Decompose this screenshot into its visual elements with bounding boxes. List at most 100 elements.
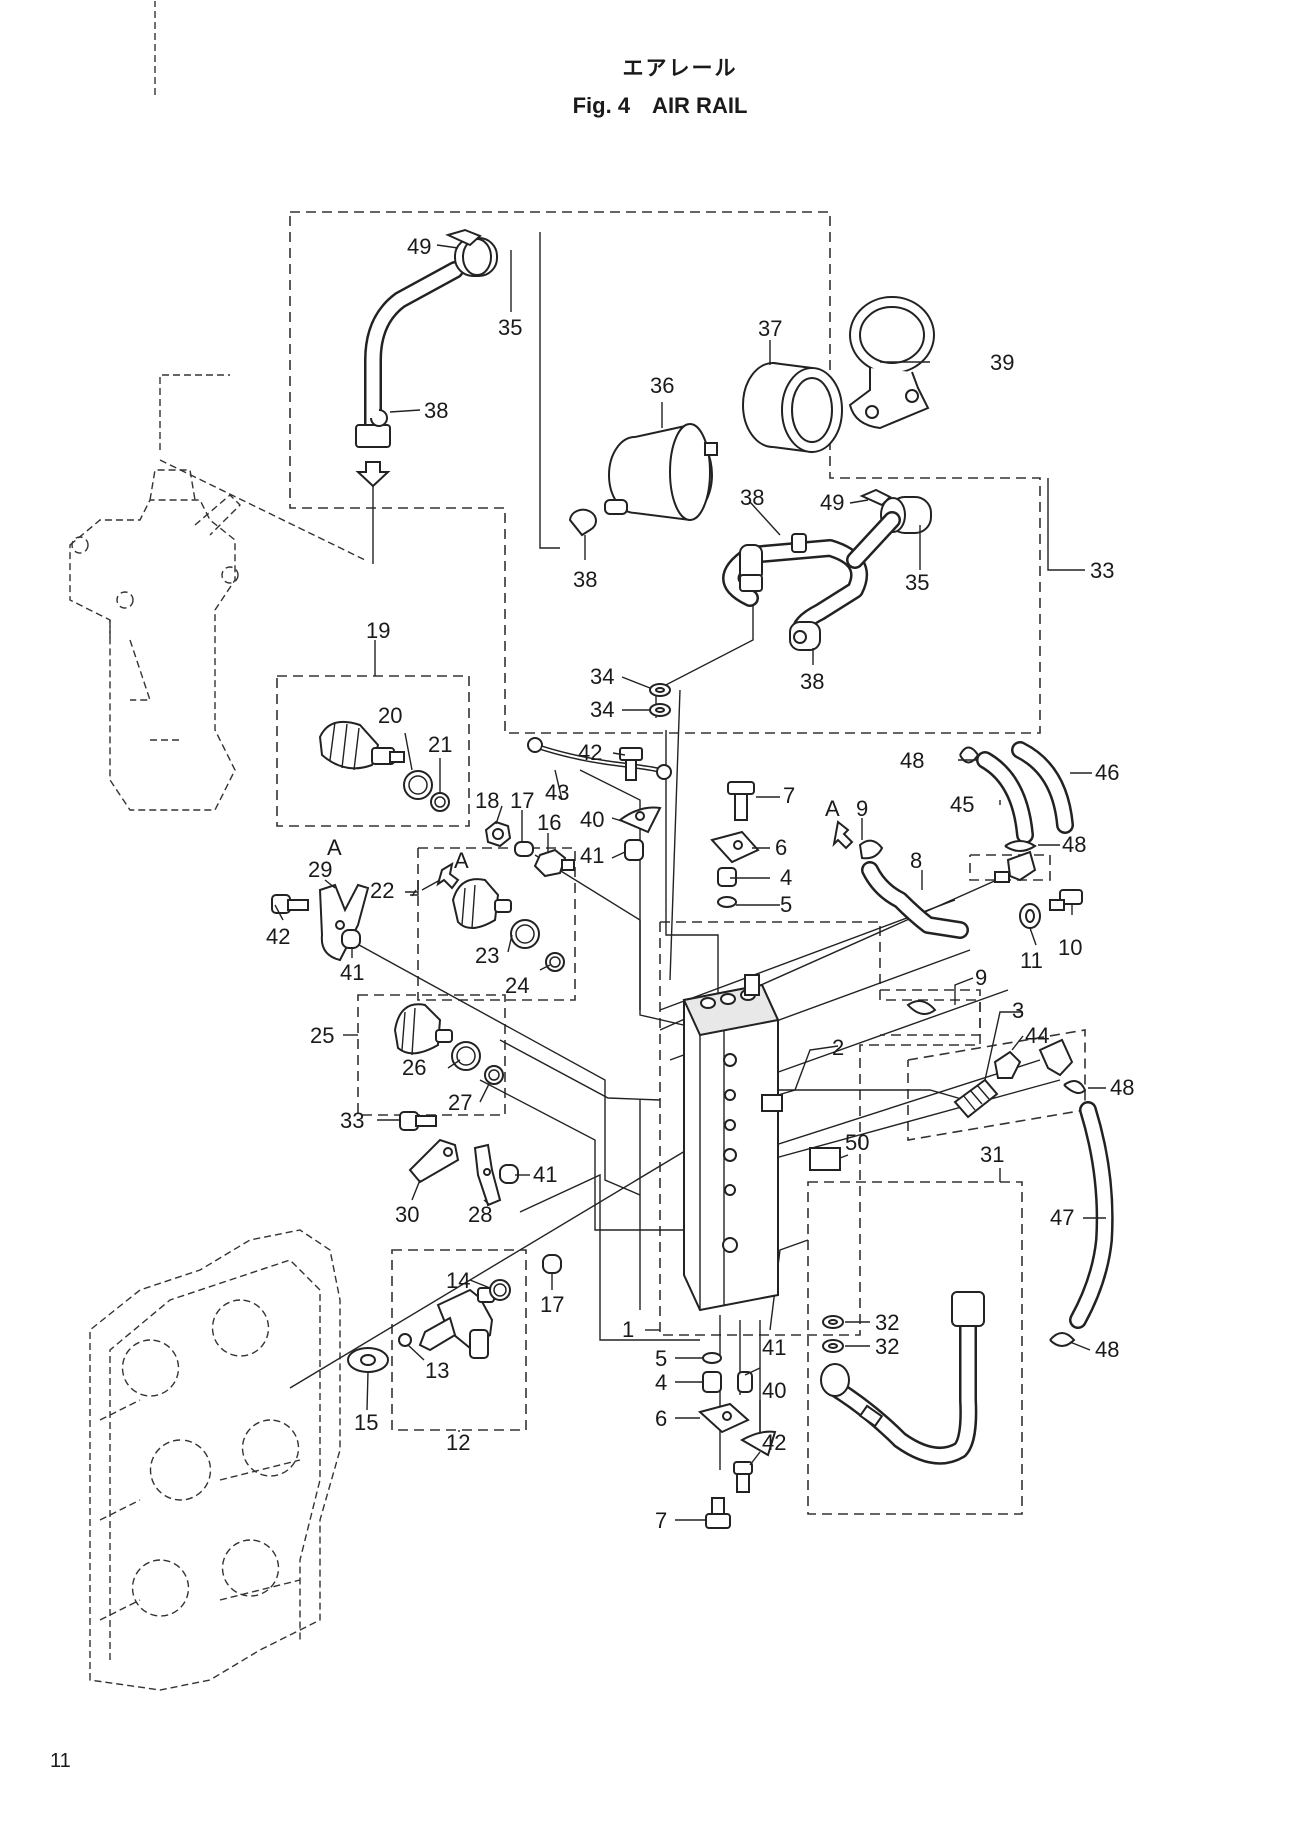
plate-6-lower[interactable] [697,1402,750,1434]
label-50[interactable] [809,1147,841,1171]
callout-45: 45 [950,792,974,817]
clamp-49-lower[interactable] [859,488,892,507]
fuel-filter-36[interactable] [604,423,718,522]
fitting-elbow[interactable] [994,850,1037,883]
callout-48: 48 [1095,1337,1119,1362]
clamp-49-upper[interactable] [445,228,482,247]
damper-4-lower[interactable] [702,1371,722,1393]
bolt-42-b[interactable] [271,894,309,914]
fuel-pipe-31[interactable] [820,1291,985,1465]
clamp-48-c[interactable] [1063,1080,1087,1095]
bracket-28[interactable] [473,1143,502,1207]
washer-32-a[interactable] [822,1315,844,1329]
plate-6-upper[interactable] [710,830,760,864]
o-ring-23[interactable] [510,919,540,949]
regulator-23[interactable] [451,878,512,929]
o-ring-14[interactable] [489,1279,511,1301]
washer-5-lower[interactable] [702,1352,722,1364]
bracket-40-a[interactable] [618,806,662,834]
washer-34-a[interactable] [649,683,671,697]
collar-41-c[interactable] [499,1164,519,1184]
bolt-33[interactable] [399,1111,437,1131]
washer-32-b[interactable] [822,1339,844,1353]
callout-24: 24 [505,973,529,998]
clamp-38-upper[interactable] [370,409,388,427]
bracket-40-b[interactable] [739,1430,777,1457]
o-ring-27[interactable] [484,1065,504,1085]
clip-9-lower[interactable] [906,1000,937,1015]
clamp-48-a[interactable] [959,746,980,764]
injector-12[interactable] [418,1287,495,1359]
bolt-7-upper[interactable] [727,781,755,821]
clip-38-mid[interactable] [568,508,597,537]
hose-45[interactable] [976,751,1034,844]
group-box-33 [289,211,1041,734]
hose-35-lower[interactable] [722,496,932,651]
collar-41-a[interactable] [624,839,644,861]
fitting-9-upper[interactable] [858,839,884,860]
o-ring-21[interactable] [430,792,450,812]
clamp-38-right[interactable] [791,533,807,553]
collar-41-d[interactable] [737,1371,753,1393]
bolt-42-c[interactable] [733,1461,753,1493]
hose-8[interactable] [861,861,969,939]
callout-47: 47 [1050,1205,1074,1230]
hose-47[interactable] [1069,1101,1114,1329]
bracket-29[interactable] [318,883,370,962]
clamp-48-b[interactable] [1004,840,1037,852]
callout-50: 50 [845,1130,869,1155]
callout-33: 33 [340,1108,364,1133]
callout-12: 12 [446,1430,470,1455]
hose-46[interactable] [1011,741,1074,834]
seal-15[interactable] [347,1347,389,1373]
callout-8: 8 [910,848,922,873]
callout-2: 2 [832,1035,844,1060]
bolt-10[interactable] [1049,889,1083,911]
clamp-48-d[interactable] [1049,1332,1076,1347]
ground-wire-43[interactable] [527,737,672,780]
elbow-fitting-44[interactable] [1038,1038,1074,1077]
bolt-7-lower[interactable] [705,1497,731,1529]
callout-25: 25 [310,1023,334,1048]
callout-48: 48 [1110,1075,1134,1100]
o-ring-20[interactable] [403,770,433,800]
collar-17-a[interactable] [514,841,534,857]
fitting-3[interactable] [953,1078,999,1119]
callout-A: A [825,796,840,821]
grommet-37[interactable] [742,362,843,454]
fitting-16[interactable] [533,848,575,878]
regulator-26[interactable] [393,1003,453,1056]
callout-5: 5 [655,1346,667,1371]
regulator-20[interactable] [318,721,405,771]
callout-14: 14 [446,1268,470,1293]
damper-4-upper[interactable] [717,867,737,887]
air-rail-body[interactable] [682,974,783,1312]
nut-44[interactable] [993,1050,1022,1079]
callout-35: 35 [905,570,929,595]
o-ring-26[interactable] [451,1041,481,1071]
group-box-19 [276,675,470,827]
collar-17-b[interactable] [542,1254,562,1274]
fitting-38-left[interactable] [739,544,763,592]
callout-49: 49 [407,234,431,259]
washer-34-b[interactable] [649,703,671,717]
callout-A: A [454,848,469,873]
callout-19: 19 [366,618,390,643]
o-ring-13[interactable] [398,1333,412,1347]
callout-16: 16 [537,810,561,835]
callout-18: 18 [475,788,499,813]
callout-22: 22 [370,878,394,903]
nut-18[interactable] [484,820,512,848]
hose-35-upper[interactable] [355,237,498,448]
bracket-39[interactable] [848,296,935,430]
bolt-42-a[interactable] [619,747,643,781]
o-ring-24[interactable] [545,952,565,972]
callout-20: 20 [378,703,402,728]
bracket-30[interactable] [408,1138,460,1184]
callout-38: 38 [740,485,764,510]
collar-41-b[interactable] [341,929,361,949]
washer-5-upper[interactable] [717,896,737,908]
washer-11[interactable] [1019,903,1041,929]
callout-28: 28 [468,1202,492,1227]
